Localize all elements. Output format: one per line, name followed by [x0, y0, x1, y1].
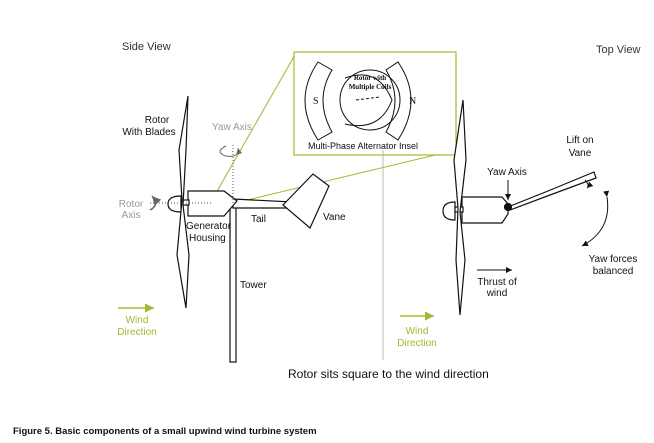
tower-label: Tower — [240, 280, 267, 291]
yaw-balance-arrow — [581, 190, 610, 247]
rotor-coils-label-2: Multiple Coils — [349, 83, 392, 91]
generator-label-1: Generator — [186, 221, 232, 232]
north-magnet — [385, 61, 412, 141]
generator-housing — [187, 190, 238, 217]
hub — [167, 195, 182, 213]
wind-label-top-1: Wind — [406, 326, 429, 337]
tail-label: Tail — [251, 214, 266, 225]
tail-vane — [282, 173, 330, 229]
yaw-forces-label-2: balanced — [593, 266, 634, 277]
top-hub — [442, 201, 456, 221]
south-magnet — [304, 61, 333, 141]
rotor-blades — [176, 95, 190, 309]
rotor-label-1: Rotor — [145, 115, 170, 126]
lift-label-1: Lift on — [566, 135, 593, 146]
side-view-title: Side View — [122, 41, 171, 53]
rotor-label-2: With Blades — [122, 127, 175, 138]
rotor-axis-label-1: Rotor — [119, 199, 144, 210]
generator-label-2: Housing — [189, 233, 226, 244]
north-label: N — [409, 96, 416, 107]
lift-label-2: Vane — [569, 148, 592, 159]
rotor-rotation-icon — [149, 195, 162, 211]
lift-arrow — [584, 179, 594, 189]
figure-caption: Figure 5. Basic components of a small up… — [13, 426, 317, 437]
south-label: S — [313, 96, 319, 107]
top-yaw-axis-label: Yaw Axis — [487, 167, 527, 178]
yaw-axis-label: Yaw Axis — [212, 122, 252, 133]
center-caption: Rotor sits square to the wind direction — [288, 367, 489, 381]
thrust-label-1: Thrust of — [477, 277, 517, 288]
rotor-coils-label-1: Rotor with — [354, 74, 386, 82]
rotor-axis-label-2: Axis — [122, 210, 141, 221]
yaw-rotation-icon — [219, 145, 243, 157]
top-rotor-blades — [453, 99, 467, 316]
wind-label-side-2: Direction — [117, 327, 156, 338]
alternator-inset: S N Rotor with Multiple Coils Multi-Phas… — [293, 51, 457, 156]
side-turbine — [167, 95, 330, 363]
wind-label-side-1: Wind — [126, 315, 149, 326]
top-turbine — [442, 99, 597, 316]
top-generator-housing — [461, 196, 509, 224]
inset-caption: Multi-Phase Alternator Insel — [308, 141, 418, 151]
yaw-pivot — [503, 202, 513, 212]
thrust-label-2: wind — [486, 288, 508, 299]
top-view-title: Top View — [596, 44, 640, 56]
rotor-coils — [339, 69, 401, 131]
vane-label: Vane — [323, 212, 346, 223]
wind-label-top-2: Direction — [397, 338, 436, 349]
yaw-forces-label-1: Yaw forces — [589, 254, 638, 265]
